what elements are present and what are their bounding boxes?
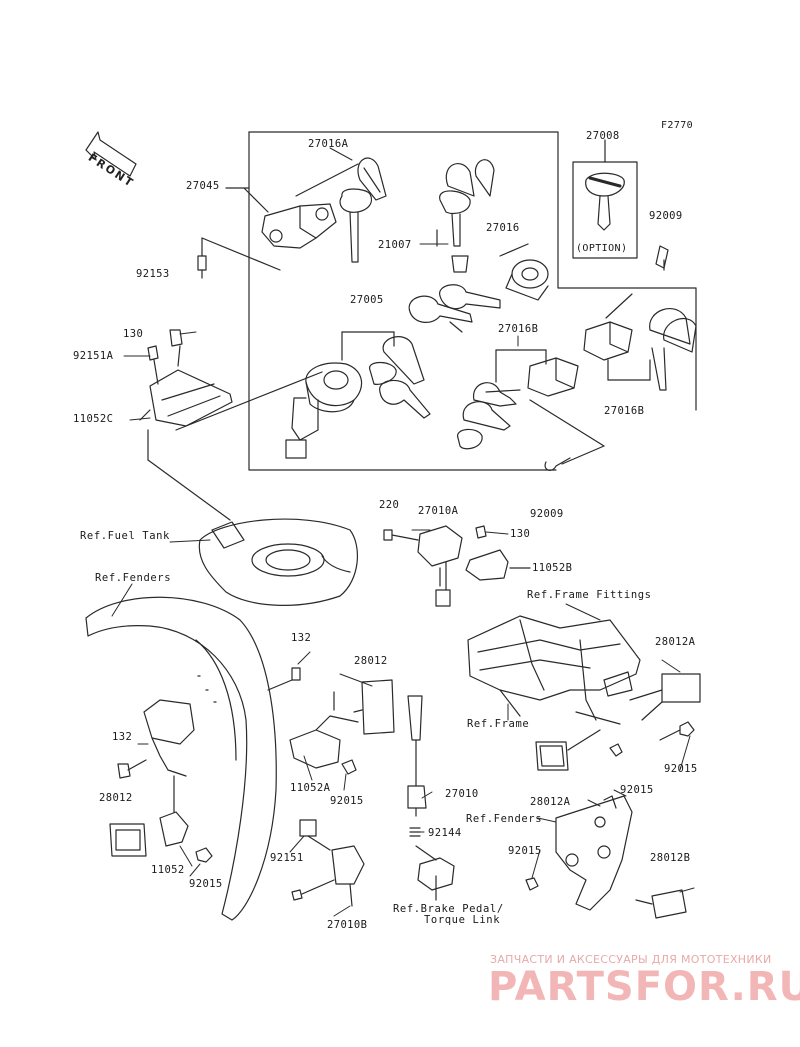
screw-92153 <box>197 237 281 279</box>
part-label-27010B: 27010B <box>327 919 368 931</box>
part-label-27010: 27010 <box>445 788 479 800</box>
switch-27010B <box>291 819 365 907</box>
screw-bottom <box>529 399 605 471</box>
reflector-28012A <box>629 673 701 721</box>
bracket-11052A <box>289 691 359 769</box>
bracket-28012A-mount <box>575 671 633 725</box>
key-21007 <box>436 159 495 273</box>
part-label-220: 220 <box>379 499 400 511</box>
part-label-92015-right: 92015 <box>664 763 698 775</box>
watermark-brand: PARTSFOR.RU <box>488 964 800 1010</box>
key-set-frame <box>225 131 697 471</box>
brake-pedal-link <box>415 845 455 901</box>
option-key-box <box>572 139 638 259</box>
part-label-27016B-upper: 27016B <box>498 323 539 335</box>
reflector-center <box>535 729 601 771</box>
part-label-28012-left: 28012 <box>99 792 133 804</box>
part-label-92015-left: 92015 <box>189 878 223 890</box>
reflector-28012B <box>635 889 687 919</box>
key-set-27016B-right <box>583 245 697 391</box>
nut-92015-left <box>195 847 213 863</box>
bolt-132-left <box>117 759 147 779</box>
bracket-11052B <box>465 525 531 581</box>
part-label-27045: 27045 <box>186 180 220 192</box>
nut-92015-small <box>609 743 623 757</box>
part-label-27010A: 27010A <box>418 505 459 517</box>
key-27005 <box>369 336 431 419</box>
brake-switch-27010 <box>407 695 427 817</box>
ref-frame-fittings: Ref.Frame Fittings <box>527 589 652 601</box>
part-label-130-mid: 130 <box>510 528 531 540</box>
ref-brake-pedal: Ref.Brake Pedal/ <box>393 903 504 915</box>
part-label-11052: 11052 <box>151 864 185 876</box>
nut-92015-right <box>659 721 695 741</box>
part-label-92144: 92144 <box>428 827 462 839</box>
key-27016 <box>408 284 501 333</box>
bracket-11052 <box>143 699 195 847</box>
frame-reference <box>467 615 641 721</box>
part-label-27016B-lower: 27016B <box>604 405 645 417</box>
ref-fenders-right: Ref.Fenders <box>466 813 543 825</box>
front-arrow-icon <box>85 131 137 177</box>
part-label-11052C: 11052C <box>73 413 114 425</box>
fuel-tank-reference <box>198 518 358 606</box>
part-label-92009-mid: 92009 <box>530 508 564 520</box>
part-label-27005: 27005 <box>350 294 384 306</box>
part-label-92151A: 92151A <box>73 350 114 362</box>
part-label-132-top: 132 <box>291 632 312 644</box>
part-label-27016: 27016 <box>486 222 520 234</box>
part-label-27008: 27008 <box>586 130 620 142</box>
part-label-28012: 28012 <box>354 655 388 667</box>
part-label-92015-bottom-right: 92015 <box>620 784 654 796</box>
part-label-92153: 92153 <box>136 268 170 280</box>
part-label-28012A-right: 28012A <box>655 636 696 648</box>
part-label-130-top: 130 <box>123 328 144 340</box>
part-label-92015-lower-right: 92015 <box>508 845 542 857</box>
ignition-cover-27016A <box>261 203 337 249</box>
rear-fender-reference <box>555 795 633 911</box>
part-label-92151: 92151 <box>270 852 304 864</box>
key-set-27016B-middle <box>457 349 579 450</box>
part-label-132-left: 132 <box>112 731 133 743</box>
ref-frame: Ref.Frame <box>467 718 530 730</box>
part-label-11052B: 11052B <box>532 562 573 574</box>
option-note: (OPTION) <box>576 243 628 254</box>
ref-torque-link: Torque Link <box>424 914 501 926</box>
part-label-28012A-bottom: 28012A <box>530 796 571 808</box>
part-label-28012B: 28012B <box>650 852 691 864</box>
bracket-11052C <box>139 329 233 427</box>
part-label-92015-mid: 92015 <box>330 795 364 807</box>
part-label-27016A: 27016A <box>308 138 349 150</box>
ignition-switch-27005 <box>285 331 395 459</box>
watermark-tagline: ЗАПЧАСТИ И АКСЕССУАРЫ ДЛЯ МОТОТЕХНИКИ <box>490 953 772 966</box>
nut-92015-bottom <box>525 877 539 891</box>
lock-cylinder-27016 <box>499 243 549 301</box>
part-label-92009-top: 92009 <box>649 210 683 222</box>
key-27016A <box>339 157 387 263</box>
part-label-11052A: 11052A <box>290 782 331 794</box>
leader-lines <box>111 147 695 917</box>
nut-92015-mid <box>341 759 357 775</box>
front-fender-reference <box>85 596 277 921</box>
bolt-132-top <box>267 667 301 691</box>
switch-27010A <box>383 525 463 607</box>
reflector-28012-left <box>109 823 147 857</box>
ref-fuel-tank: Ref.Fuel Tank <box>80 530 170 542</box>
ref-fenders-left: Ref.Fenders <box>95 572 172 584</box>
part-label-21007: 21007 <box>378 239 412 251</box>
figure-code: F2770 <box>661 120 694 131</box>
reflector-28012-center <box>353 679 395 735</box>
